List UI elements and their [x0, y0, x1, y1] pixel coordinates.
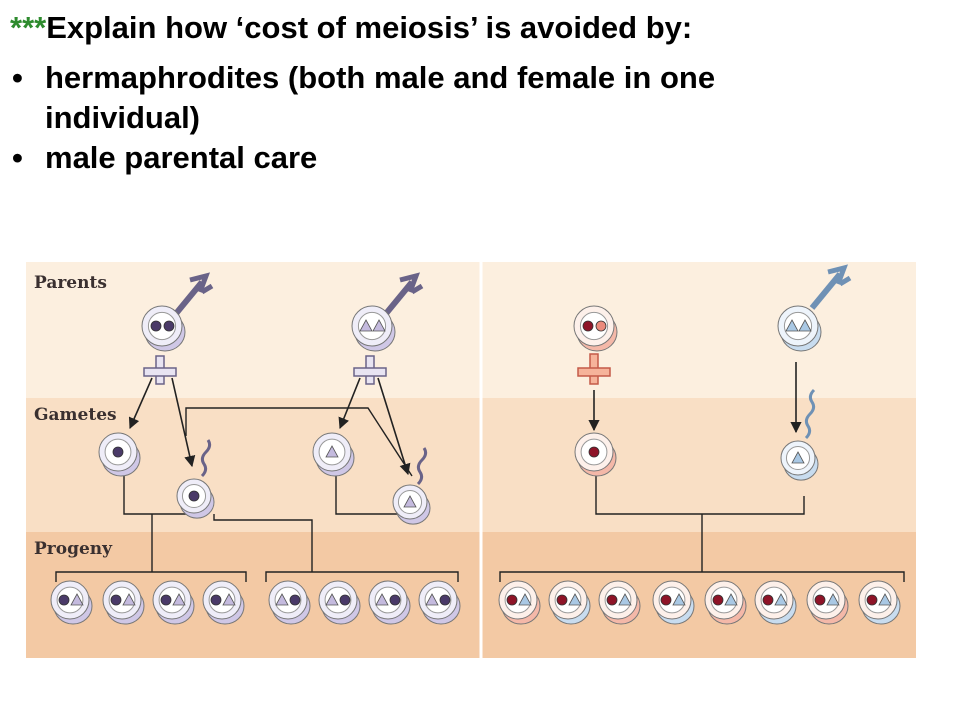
allele-circle-icon: [210, 594, 222, 606]
progeny-cell: [498, 580, 541, 625]
allele-triangle-icon: [375, 593, 389, 606]
allele-circle-icon: [289, 594, 301, 606]
allele-circle-icon: [866, 594, 878, 606]
row-label-gametes: Gametes: [34, 405, 117, 425]
bullet-text: hermaphrodites (both male and female in …: [45, 60, 716, 135]
progeny-cell: [704, 580, 747, 625]
allele-circle-icon: [506, 594, 518, 606]
progeny-cell: [754, 580, 797, 625]
allele-circle-icon: [606, 594, 618, 606]
gamete-sperm-cell: [392, 484, 431, 525]
progeny-cell: [50, 580, 93, 625]
allele-circle-icon: [762, 594, 774, 606]
connector-lines: [55, 407, 905, 582]
allele-circle-icon: [110, 594, 122, 606]
allele-triangle-icon: [122, 593, 136, 606]
gamete-sperm-cell: [780, 440, 819, 481]
allele-triangle-icon: [372, 319, 386, 332]
progeny-cell: [318, 580, 361, 625]
title-text: Explain how ‘cost of meiosis’ is avoided…: [46, 10, 693, 45]
allele-triangle-icon: [359, 319, 373, 332]
allele-triangle-icon: [672, 593, 686, 606]
allele-triangle-icon: [172, 593, 186, 606]
allele-triangle-icon: [275, 593, 289, 606]
slide-title: ***Explain how ‘cost of meiosis’ is avoi…: [10, 8, 692, 48]
progeny-cell: [548, 580, 591, 625]
allele-triangle-icon: [325, 593, 339, 606]
bullet-item: • male parental care: [0, 138, 865, 178]
allele-circle-icon: [389, 594, 401, 606]
female-symbol-icon: [577, 353, 611, 385]
allele-circle-icon: [112, 446, 124, 458]
hermaphrodite-symbol-icon: [143, 272, 214, 385]
sperm-tails: [200, 388, 816, 486]
allele-triangle-icon: [425, 593, 439, 606]
parent-cell: [777, 305, 822, 352]
progeny-cell: [152, 580, 195, 625]
gamete-egg-cell: [574, 432, 617, 477]
allele-circle-icon: [58, 594, 70, 606]
allele-triangle-icon: [222, 593, 236, 606]
progeny-cell: [652, 580, 695, 625]
progeny-cell: [806, 580, 849, 625]
allele-triangle-icon: [724, 593, 738, 606]
bullet-dot-icon: •: [12, 140, 23, 175]
allele-triangle-icon: [403, 495, 417, 508]
progeny-cell: [598, 580, 641, 625]
hermaphrodite-symbol-icon: [353, 272, 424, 385]
title-stars: ***: [10, 10, 47, 45]
progeny-cell: [418, 580, 461, 625]
progeny-cell: [368, 580, 411, 625]
allele-triangle-icon: [791, 451, 805, 464]
allele-triangle-icon: [826, 593, 840, 606]
progeny-cell: [268, 580, 311, 625]
allele-triangle-icon: [568, 593, 582, 606]
gametes-row-bg: [26, 398, 916, 532]
bullet-list: • hermaphrodites (both male and female in…: [0, 58, 865, 178]
gamete-sperm-cell: [176, 478, 215, 519]
parent-cell: [141, 305, 186, 352]
allele-triangle-icon: [518, 593, 532, 606]
allele-circle-icon: [814, 594, 826, 606]
bullet-text: male parental care: [45, 140, 318, 175]
allele-circle-icon: [712, 594, 724, 606]
cell-layer: [50, 305, 901, 625]
allele-circle-icon: [660, 594, 672, 606]
allele-circle-icon: [439, 594, 451, 606]
parent-cell: [573, 305, 618, 352]
bullet-dot-icon: •: [12, 60, 23, 95]
bullet-item: • hermaphrodites (both male and female in…: [0, 58, 865, 138]
gamete-egg-cell: [98, 432, 141, 477]
allele-triangle-icon: [785, 319, 799, 332]
allele-circle-icon: [160, 594, 172, 606]
progeny-cell: [858, 580, 901, 625]
allele-circle-icon: [588, 446, 600, 458]
allele-triangle-icon: [878, 593, 892, 606]
allele-circle-icon: [595, 320, 607, 332]
progeny-cell: [202, 580, 245, 625]
allele-circle-icon: [582, 320, 594, 332]
allele-triangle-icon: [70, 593, 84, 606]
row-label-progeny: Progeny: [34, 539, 113, 559]
male-symbol-icon: [809, 264, 852, 310]
allele-triangle-icon: [798, 319, 812, 332]
allele-triangle-icon: [618, 593, 632, 606]
meiosis-figure: Parents Gametes Progeny: [26, 262, 916, 658]
progeny-cell: [102, 580, 145, 625]
allele-circle-icon: [556, 594, 568, 606]
arrows: [128, 362, 802, 476]
allele-circle-icon: [163, 320, 175, 332]
parent-cell: [351, 305, 396, 352]
allele-circle-icon: [339, 594, 351, 606]
figure-svg: Parents Gametes Progeny: [26, 262, 916, 658]
allele-circle-icon: [188, 490, 200, 502]
allele-circle-icon: [150, 320, 162, 332]
allele-triangle-icon: [774, 593, 788, 606]
allele-triangle-icon: [325, 445, 339, 458]
row-label-parents: Parents: [34, 273, 107, 293]
gamete-egg-cell: [312, 432, 355, 477]
